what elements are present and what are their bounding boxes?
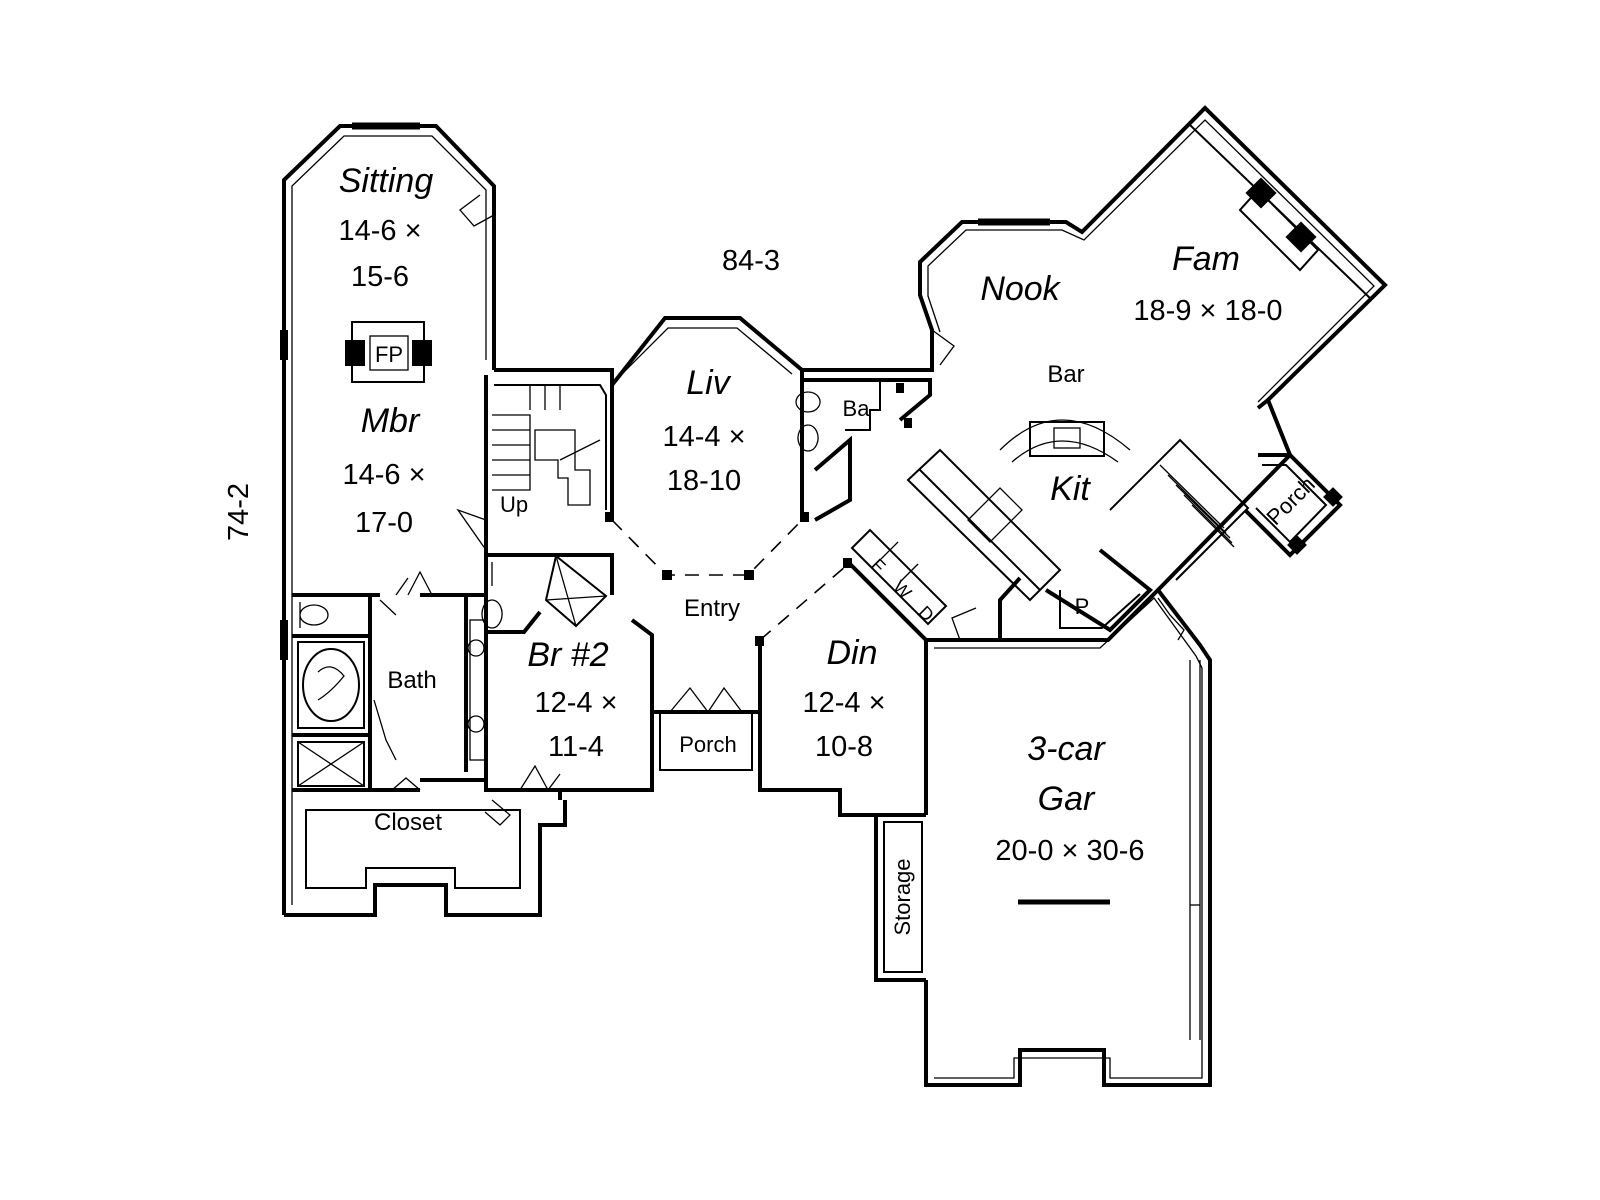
kit-name: Kit [1050,470,1091,508]
overall-width: 84-3 [722,245,780,277]
sitting-name: Sitting [339,162,434,200]
br2-dims-2: 11-4 [548,731,604,763]
ba-label: Ba [843,396,871,421]
din-dims-1: 12-4 × [802,687,885,719]
garage-walls [924,586,1212,1087]
pantry-label: P [1075,594,1090,619]
bar-label: Bar [1047,361,1084,388]
washer-label: W [889,577,915,603]
entry-label: Entry [684,595,740,622]
garage-name-1: 3-car [1027,730,1106,768]
liv-dims-1: 14-4 × [662,421,745,453]
mbr-name: Mbr [361,402,421,440]
front-porch-label: Porch [679,732,736,757]
fireplace-label: FP [375,342,403,367]
closet-label: Closet [374,809,442,836]
garage-name-2: Gar [1038,780,1096,818]
liv-dims-2: 18-10 [667,465,741,497]
storage-label: Storage [890,858,915,935]
mbr-dims-1: 14-6 × [342,459,425,491]
central-walls [481,316,948,982]
fam-dims: 18-9 × 18-0 [1133,295,1282,327]
kitchen-family-walls [906,105,1388,642]
br2-dims-1: 12-4 × [534,687,617,719]
up-label: Up [500,492,528,517]
sitting-dims-1: 14-6 × [338,215,421,247]
nook-name: Nook [980,270,1061,308]
room-labels: 84-3 74-2 Sitting 14-6 × 15-6 FP Mbr 14-… [223,162,1320,936]
mbr-dims-2: 17-0 [355,507,413,539]
liv-name: Liv [686,364,731,402]
master-wing-walls [280,122,567,917]
dryer-label: D [915,602,938,625]
din-name: Din [826,634,877,672]
overall-depth: 74-2 [223,483,255,541]
br2-name: Br #2 [527,636,608,674]
fridge-label: F [867,555,889,577]
fam-name: Fam [1172,240,1240,278]
bath-label: Bath [387,667,436,694]
sitting-dims-2: 15-6 [351,261,409,293]
garage-dims: 20-0 × 30-6 [995,835,1144,867]
din-dims-2: 10-8 [815,731,873,763]
